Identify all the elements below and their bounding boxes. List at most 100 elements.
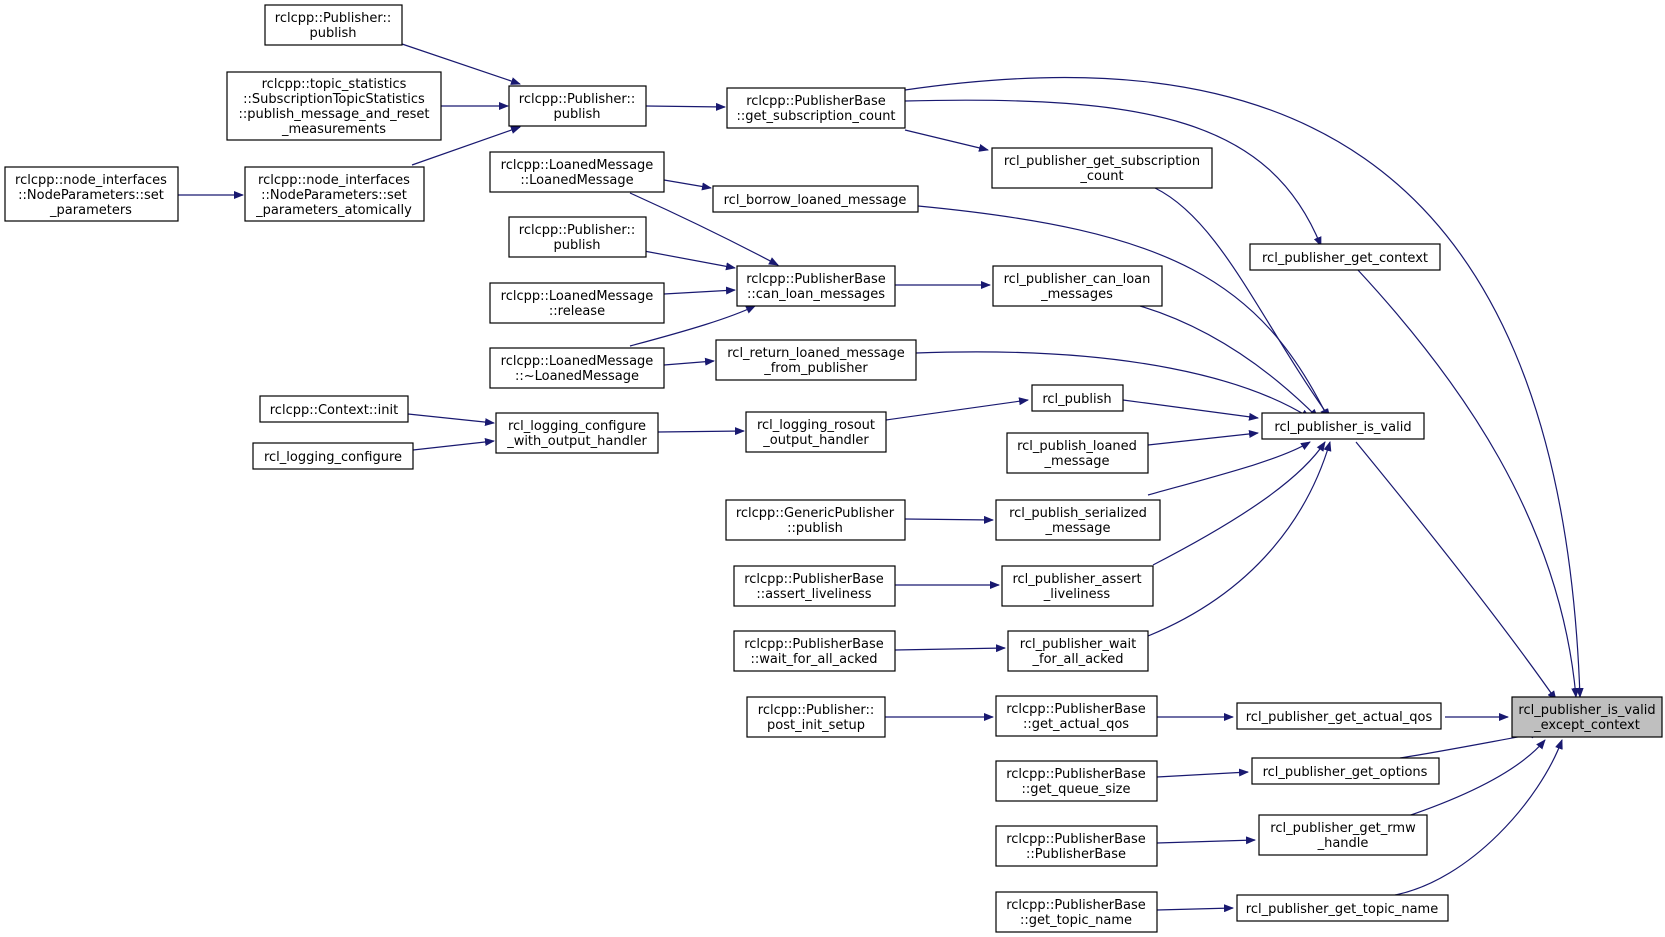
node-lm-release[interactable]: rclcpp::LoanedMessage ::release — [489, 282, 665, 324]
edge-rosout-to-publish — [885, 397, 1029, 421]
node-publish-loaned[interactable]: rcl_publish_loaned _message — [1006, 432, 1149, 474]
node-np-set[interactable]: rclcpp::node_interfaces ::NodeParameters… — [4, 166, 179, 222]
node-pb-post-init[interactable]: rclcpp::Publisher:: post_init_setup — [746, 696, 886, 738]
svg-text:::~LoanedMessage: ::~LoanedMessage — [515, 369, 639, 384]
node-get-rmw-handle[interactable]: rcl_publisher_get_rmw _handle — [1258, 814, 1428, 856]
svg-text:_messages: _messages — [1040, 287, 1113, 302]
edge-publish-to-is-valid — [1122, 399, 1259, 421]
edges-layer — [178, 43, 1584, 913]
svg-text:rclcpp::Publisher::: rclcpp::Publisher:: — [519, 92, 635, 107]
svg-text:rcl_publisher_wait: rcl_publisher_wait — [1020, 637, 1136, 652]
edge-pb-wait-to-wait-acked — [894, 644, 1006, 653]
edge-get-sub-count-to-is-valid — [1154, 187, 1331, 419]
svg-text:rclcpp::PublisherBase: rclcpp::PublisherBase — [1006, 832, 1146, 847]
svg-text:rclcpp::PublisherBase: rclcpp::PublisherBase — [1006, 898, 1146, 913]
svg-text:_with_output_handler: _with_output_handler — [506, 434, 647, 449]
node-lm-ctor[interactable]: rclcpp::LoanedMessage ::LoanedMessage — [489, 151, 665, 193]
node-logging-configure-output[interactable]: rcl_logging_configure _with_output_handl… — [495, 412, 659, 454]
node-topic-stats[interactable]: rclcpp::topic_statistics ::SubscriptionT… — [226, 71, 442, 141]
node-pb-can-loan[interactable]: rclcpp::PublisherBase ::can_loan_message… — [736, 265, 896, 307]
edge-publisher-lm-to-pb-can-loan — [643, 250, 736, 271]
edge-lm-ctor-to-borrow — [663, 179, 712, 191]
edge-borrow-loaned-to-is-valid — [917, 205, 1329, 419]
svg-text:rclcpp::GenericPublisher: rclcpp::GenericPublisher — [736, 506, 895, 521]
node-pb-get-queue-size[interactable]: rclcpp::PublisherBase ::get_queue_size — [995, 760, 1158, 802]
node-publisher-publish-top[interactable]: rclcpp::Publisher:: publish — [264, 4, 403, 46]
svg-text:rcl_publisher_get_options: rcl_publisher_get_options — [1263, 765, 1428, 780]
svg-text:::PublisherBase: ::PublisherBase — [1026, 847, 1126, 862]
node-pb-ctor[interactable]: rclcpp::PublisherBase ::PublisherBase — [995, 825, 1158, 867]
edge-pb-sub-count-to-get-context — [904, 99, 1322, 247]
svg-text:rclcpp::LoanedMessage: rclcpp::LoanedMessage — [501, 354, 654, 369]
node-return-loaned[interactable]: rcl_return_loaned_message _from_publishe… — [715, 339, 917, 381]
node-get-sub-count[interactable]: rcl_publisher_get_subscription _count — [991, 147, 1213, 189]
node-publisher-publish-lm[interactable]: rclcpp::Publisher:: publish — [508, 216, 647, 258]
edge-get-topic-name-to-target — [1394, 739, 1563, 896]
node-context-init[interactable]: rclcpp::Context::init — [259, 395, 409, 423]
node-assert-liveliness[interactable]: rcl_publisher_assert _liveliness — [1001, 565, 1154, 607]
node-generic-publish[interactable]: rclcpp::GenericPublisher ::publish — [725, 499, 906, 541]
edge-pb-sub-count-to-target — [904, 76, 1584, 698]
svg-text:_message: _message — [1044, 454, 1110, 469]
svg-text:rclcpp::Publisher::: rclcpp::Publisher:: — [519, 223, 635, 238]
node-publish[interactable]: rcl_publish — [1031, 384, 1124, 412]
node-target[interactable]: rcl_publisher_is_valid _except_context — [1511, 696, 1663, 738]
node-pb-assert[interactable]: rclcpp::PublisherBase ::assert_livelines… — [733, 565, 896, 607]
node-borrow-loaned[interactable]: rcl_borrow_loaned_message — [712, 185, 919, 213]
node-pb-wait[interactable]: rclcpp::PublisherBase ::wait_for_all_ack… — [733, 630, 896, 672]
svg-text:_handle: _handle — [1317, 836, 1369, 851]
svg-text:rcl_publisher_is_valid: rcl_publisher_is_valid — [1518, 703, 1655, 718]
node-pb-get-actual-qos[interactable]: rclcpp::PublisherBase ::get_actual_qos — [995, 695, 1158, 737]
svg-text:rclcpp::Publisher::: rclcpp::Publisher:: — [758, 703, 874, 718]
edge-publish-loaned-to-is-valid — [1147, 429, 1259, 446]
node-get-actual-qos[interactable]: rcl_publisher_get_actual_qos — [1236, 702, 1442, 730]
node-lm-dtor[interactable]: rclcpp::LoanedMessage ::~LoanedMessage — [489, 347, 665, 389]
edge-pb-queue-size-to-get-options — [1156, 768, 1249, 778]
svg-text:_parameters: _parameters — [49, 203, 132, 218]
svg-text:rcl_publisher_get_context: rcl_publisher_get_context — [1262, 251, 1428, 266]
node-can-loan[interactable]: rcl_publisher_can_loan _messages — [992, 265, 1163, 307]
edge-logging-cfg-to-rosout — [657, 427, 745, 436]
svg-text:rcl_logging_configure: rcl_logging_configure — [508, 419, 646, 434]
node-logging-configure[interactable]: rcl_logging_configure — [252, 442, 414, 470]
node-np-set-atomically[interactable]: rclcpp::node_interfaces ::NodeParameters… — [244, 166, 425, 222]
node-is-valid[interactable]: rcl_publisher_is_valid — [1261, 412, 1425, 440]
node-get-context[interactable]: rcl_publisher_get_context — [1249, 243, 1441, 271]
svg-text:rcl_publish_serialized: rcl_publish_serialized — [1009, 506, 1147, 521]
svg-text:::publish_message_and_reset: ::publish_message_and_reset — [238, 107, 429, 122]
node-wait-for-all-acked[interactable]: rcl_publisher_wait _for_all_acked — [1007, 630, 1149, 672]
svg-text:rcl_publish: rcl_publish — [1042, 392, 1111, 407]
svg-text:::get_subscription_count: ::get_subscription_count — [736, 109, 895, 124]
svg-text:rcl_publisher_get_rmw: rcl_publisher_get_rmw — [1270, 821, 1416, 836]
node-rosout-handler[interactable]: rcl_logging_rosout _output_handler — [745, 411, 887, 453]
svg-text:::SubscriptionTopicStatistics: ::SubscriptionTopicStatistics — [243, 92, 425, 107]
node-publish-serialized[interactable]: rcl_publish_serialized _message — [995, 499, 1161, 541]
svg-text:rclcpp::PublisherBase: rclcpp::PublisherBase — [744, 572, 884, 587]
svg-text:_except_context: _except_context — [1533, 718, 1640, 733]
edge-return-loaned-to-is-valid — [915, 351, 1311, 419]
svg-text:::publish: ::publish — [787, 521, 843, 536]
node-pb-get-topic-name[interactable]: rclcpp::PublisherBase ::get_topic_name — [995, 891, 1158, 933]
node-publisher-publish-mid[interactable]: rclcpp::Publisher:: publish — [508, 85, 647, 127]
svg-text:post_init_setup: post_init_setup — [767, 718, 865, 733]
svg-text:_count: _count — [1079, 169, 1123, 184]
svg-text:::wait_for_all_acked: ::wait_for_all_acked — [750, 652, 877, 667]
svg-text:rcl_publisher_can_loan: rcl_publisher_can_loan — [1004, 272, 1151, 287]
svg-text:rcl_return_loaned_message: rcl_return_loaned_message — [727, 346, 905, 361]
svg-text:publish: publish — [554, 238, 601, 253]
node-get-options[interactable]: rcl_publisher_get_options — [1251, 757, 1440, 785]
edge-can-loan-to-is-valid — [1139, 305, 1319, 419]
edge-lm-ctor-to-pb-can-loan — [629, 192, 779, 266]
edge-lm-dtor-to-pb-can-loan — [629, 305, 756, 347]
svg-text:::NodeParameters::set: ::NodeParameters::set — [261, 188, 407, 203]
svg-text:::assert_liveliness: ::assert_liveliness — [756, 587, 871, 602]
svg-text:_output_handler: _output_handler — [762, 433, 869, 448]
node-pb-get-sub-count[interactable]: rclcpp::PublisherBase ::get_subscription… — [726, 87, 906, 129]
svg-text:rclcpp::PublisherBase: rclcpp::PublisherBase — [1006, 767, 1146, 782]
svg-text:rclcpp::PublisherBase: rclcpp::PublisherBase — [746, 272, 886, 287]
node-get-topic-name[interactable]: rcl_publisher_get_topic_name — [1236, 894, 1449, 922]
svg-text:rcl_publisher_get_subscription: rcl_publisher_get_subscription — [1004, 154, 1200, 169]
edge-is-valid-to-target — [1355, 441, 1557, 701]
svg-text:rcl_publisher_get_actual_qos: rcl_publisher_get_actual_qos — [1246, 710, 1433, 725]
